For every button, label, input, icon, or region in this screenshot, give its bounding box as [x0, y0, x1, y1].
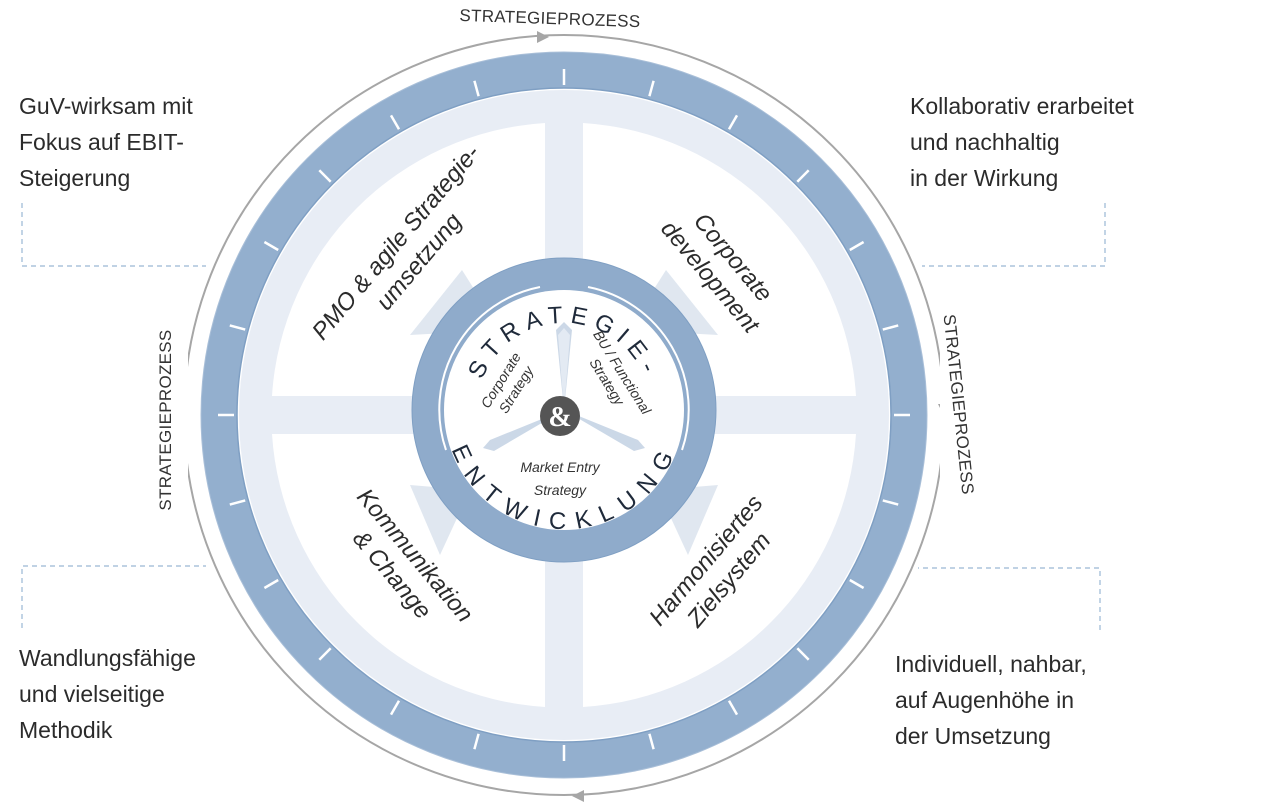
- ring-tick: [389, 700, 401, 716]
- dashed-connectors: [21, 203, 1106, 630]
- corner-text-bottom-left: Wandlungsfähige und vielseitige Methodik: [19, 640, 196, 748]
- corner-line: GuV-wirksam mit: [19, 93, 193, 119]
- corner-line: Methodik: [19, 717, 113, 743]
- ring-tick: [796, 647, 810, 661]
- inner-arc-right: [587, 286, 690, 451]
- corner-text-bottom-right: Individuell, nahbar, auf Augenhöhe in de…: [895, 646, 1087, 754]
- corner-line: Individuell, nahbar,: [895, 651, 1087, 677]
- ring-tick: [849, 578, 865, 590]
- process-label-left: STRATEGIEPROZESS: [156, 329, 175, 510]
- corner-line: Kollaborativ erarbeitet: [910, 93, 1134, 119]
- ring-tick: [473, 80, 480, 97]
- ring-tick: [727, 114, 739, 130]
- inner-arc-left: [438, 286, 541, 451]
- ring-tick: [648, 80, 655, 97]
- ring-tick: [882, 499, 899, 506]
- ring-tick: [473, 733, 480, 750]
- ring-ticks: [218, 69, 910, 761]
- corner-line: und vielseitige: [19, 681, 165, 707]
- ring-tick: [389, 114, 401, 130]
- corner-line: Fokus auf EBIT-: [19, 129, 184, 155]
- ring-tick: [796, 169, 810, 183]
- ring-tick: [229, 324, 246, 331]
- svg-text:Strategy: Strategy: [534, 482, 587, 498]
- inner-label-bottom: Market Entry Strategy: [520, 459, 600, 498]
- corner-line: in der Wirkung: [910, 165, 1059, 191]
- corner-text-top-left: GuV-wirksam mit Fokus auf EBIT- Steigeru…: [19, 88, 193, 196]
- corner-line: Wandlungsfähige: [19, 645, 196, 671]
- ring-tick: [318, 169, 332, 183]
- ring-tick: [229, 499, 246, 506]
- ring-tick: [318, 647, 332, 661]
- arrow-bottom-icon: [572, 790, 584, 802]
- ampersand-logo-icon: &: [540, 396, 580, 436]
- corner-line: und nachhaltig: [910, 129, 1060, 155]
- ring-tick: [849, 240, 865, 252]
- ring-tick: [263, 240, 279, 252]
- arrow-top-icon: [537, 31, 549, 43]
- svg-text:Market Entry: Market Entry: [520, 459, 600, 475]
- corner-line: der Umsetzung: [895, 723, 1051, 749]
- corner-line: auf Augenhöhe in: [895, 687, 1075, 713]
- ring-tick: [648, 733, 655, 750]
- svg-text:&: &: [548, 402, 571, 433]
- ring-tick: [727, 700, 739, 716]
- corner-line: Steigerung: [19, 165, 131, 191]
- corner-text-top-right: Kollaborativ erarbeitet und nachhaltig i…: [910, 88, 1134, 196]
- ring-tick: [882, 324, 899, 331]
- ring-tick: [263, 578, 279, 590]
